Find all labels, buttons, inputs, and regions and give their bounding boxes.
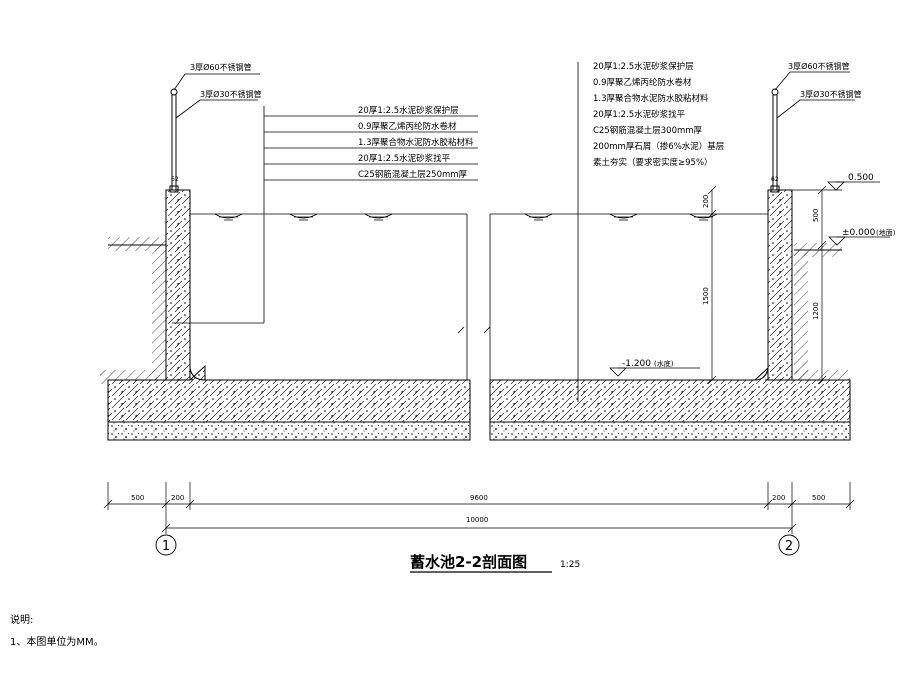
floor-layer-6: 200mm厚石屑（掺6%水泥）基层	[593, 141, 724, 152]
floor-slab-right	[489, 366, 851, 441]
elevation-ground-note: (地面)	[876, 228, 896, 237]
dim-9600: 9600	[470, 494, 488, 502]
water-surface	[190, 213, 768, 380]
wall-layer-4: 20厚1:2.5水泥砂浆找平	[358, 153, 451, 164]
notes-heading: 说明:	[10, 615, 34, 626]
wall-layer-3: 1.3厚聚合物水泥防水胶粘材料	[358, 137, 474, 148]
pipe-size-right: 62	[771, 176, 779, 183]
pipe-label-left-bottom: 3厚Ø30不锈钢管	[200, 89, 262, 99]
dim-500-left: 500	[131, 494, 144, 502]
wall-layer-1: 20厚1:2.5水泥砂浆保护层	[358, 105, 459, 116]
horizontal-dimensions	[103, 482, 855, 534]
floor-layer-3: 1.3厚聚合物水泥防水胶粘材料	[593, 93, 709, 104]
wall-layer-5: C25钢筋混凝土层250mm厚	[358, 169, 468, 180]
floor-layer-4: 20厚1:2.5水泥砂浆找平	[593, 109, 686, 120]
dim-200-right: 200	[772, 494, 785, 502]
railing-pipe-left	[169, 88, 179, 193]
dim-inner-200: 200	[702, 195, 710, 208]
pipe-label-right-top: 3厚Ø60不锈钢管	[788, 61, 850, 71]
earth-hatching	[100, 237, 850, 384]
pipe-label-left-top: 3厚Ø60不锈钢管	[190, 62, 252, 72]
axis-marker-1: 1	[155, 534, 177, 556]
railing-pipe-right	[770, 88, 780, 193]
elevation-bottom: -1.200	[622, 359, 651, 369]
right-wall	[767, 189, 793, 383]
wall-layer-2: 0.9厚聚乙烯丙纶防水卷材	[358, 121, 457, 132]
dim-500-right: 500	[812, 494, 825, 502]
elevation-bottom-note: (水底)	[654, 359, 674, 368]
dim-200-left: 200	[171, 494, 184, 502]
dim-right-1200: 1200	[812, 302, 820, 320]
vertical-dimensions	[707, 185, 827, 385]
elevation-ground: ±0.000	[842, 228, 876, 238]
floor-layer-2: 0.9厚聚乙烯丙纶防水卷材	[593, 77, 692, 88]
pipe-leaders	[173, 71, 855, 119]
drawing-title: 蓄水池2-2剖面图	[410, 553, 527, 571]
dim-inner-1500: 1500	[702, 287, 710, 305]
axis-label-1: 1	[162, 539, 170, 554]
dim-10000: 10000	[466, 516, 488, 524]
elevation-top: 0.500	[848, 173, 874, 183]
floor-slab-left	[107, 364, 471, 441]
notes-item-1: 1、本图单位为MM。	[10, 637, 104, 648]
dim-right-500: 500	[812, 209, 820, 222]
left-wall	[165, 189, 191, 383]
pipe-label-right-bottom: 3厚Ø30不锈钢管	[800, 89, 862, 99]
drawing-scale: 1:25	[560, 560, 580, 570]
floor-layer-1: 20厚1:2.5水泥砂浆保护层	[593, 61, 694, 72]
floor-layer-5: C25钢筋混凝土层300mm厚	[593, 125, 703, 136]
floor-layer-7: 素土夯实（要求密实度≥95%）	[593, 157, 713, 168]
elevation-markers	[609, 181, 890, 377]
axis-label-2: 2	[785, 539, 793, 554]
axis-marker-2: 2	[778, 534, 800, 556]
wall-layer-leaders	[172, 106, 478, 324]
pipe-size-left: 62	[171, 176, 179, 183]
